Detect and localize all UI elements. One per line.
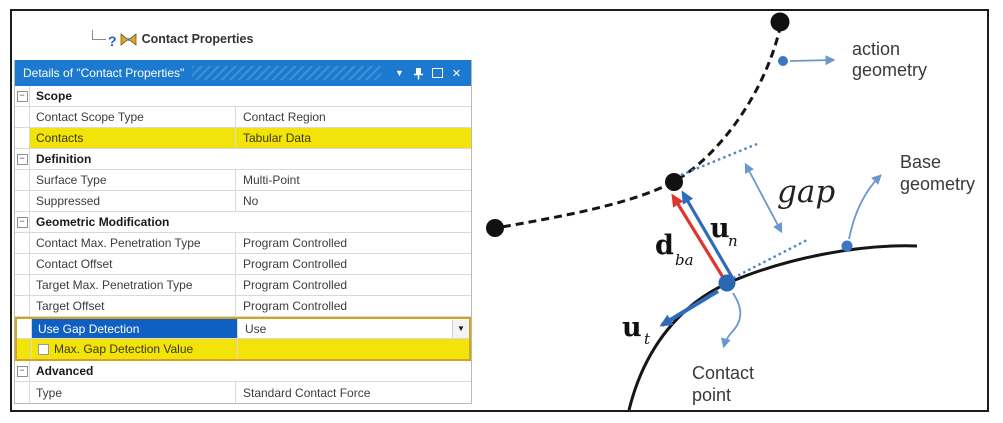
collapse-icon[interactable]: − <box>16 90 28 102</box>
row-label: Type <box>30 382 236 403</box>
section-title: Scope <box>36 89 73 103</box>
panel-menu-caret-icon[interactable]: ▼ <box>395 68 404 78</box>
table-row[interactable]: Target Max. Penetration Type Program Con… <box>15 275 471 296</box>
section-title: Advanced <box>36 364 94 378</box>
row-label: Max. Gap Detection Value <box>54 342 194 356</box>
u-t-vector-label: u <box>622 312 642 343</box>
u-t-vector-subscript: t <box>644 330 651 348</box>
section-title: Geometric Modification <box>36 215 170 229</box>
row-value: Program Controlled <box>243 257 348 271</box>
row-label: Contact Scope Type <box>30 107 236 127</box>
pin-icon[interactable] <box>410 65 427 82</box>
gap-tangent-upper <box>680 142 758 177</box>
table-row-contacts[interactable]: Contacts Tabular Data <box>15 128 471 149</box>
details-panel-titlebar: Details of "Contact Properties" ▼ ✕ <box>15 60 471 86</box>
contact-point-callout-arrow <box>720 292 742 349</box>
row-label-selected: Use Gap Detection <box>32 319 238 338</box>
table-row[interactable]: Contact Offset Program Controlled <box>15 254 471 275</box>
properties-grid: − Scope Contact Scope Type Contact Regio… <box>15 86 471 403</box>
row-value: Contact Region <box>243 110 326 124</box>
dropdown-value: Use <box>245 321 267 336</box>
d-vector-label: d <box>655 230 674 261</box>
table-row[interactable]: Type Standard Contact Force <box>15 382 471 403</box>
action-node-top <box>770 12 790 32</box>
row-label: Contact Max. Penetration Type <box>30 233 236 253</box>
row-value: Program Controlled <box>243 278 348 292</box>
base-geometry-curve <box>627 244 918 411</box>
base-callout-arrow <box>848 174 882 240</box>
row-label: Target Max. Penetration Type <box>30 275 236 295</box>
row-label: Surface Type <box>30 170 236 190</box>
panel-title: Details of "Contact Properties" <box>23 66 185 80</box>
action-geometry-label-1: action <box>852 39 900 59</box>
d-vector-subscript: ba <box>675 251 694 269</box>
gap-double-arrow <box>744 162 783 234</box>
row-label: Suppressed <box>30 191 236 211</box>
table-row-use-gap-detection[interactable]: Use Gap Detection Use ▼ <box>17 319 469 339</box>
tree-item-contact-properties[interactable]: ? Contact Properties <box>92 28 253 50</box>
u-n-vector-arrow <box>681 190 734 278</box>
question-status-icon: ? <box>108 32 117 49</box>
row-value: Multi-Point <box>243 173 300 187</box>
section-row-scope[interactable]: − Scope <box>15 86 471 107</box>
use-gap-detection-dropdown[interactable]: Use ▼ <box>238 319 469 338</box>
u-t-vector-arrow <box>659 289 720 327</box>
collapse-icon[interactable]: − <box>16 365 28 377</box>
row-label: Target Offset <box>30 296 236 316</box>
d-ba-vector-arrow <box>671 193 726 280</box>
table-row[interactable]: Contact Scope Type Contact Region <box>15 107 471 128</box>
table-row[interactable]: Surface Type Multi-Point <box>15 170 471 191</box>
chevron-down-icon[interactable]: ▼ <box>452 319 469 338</box>
row-value: Program Controlled <box>243 236 348 250</box>
contact-point-label-2: point <box>692 385 731 405</box>
row-label: Contact Offset <box>30 254 236 274</box>
row-value: Program Controlled <box>243 299 348 313</box>
u-n-vector-subscript: n <box>728 232 738 250</box>
action-geometry-label-2: geometry <box>852 60 927 80</box>
action-node-middle <box>665 173 683 191</box>
base-geometry-label-1: Base <box>900 152 941 172</box>
gap-label: gap <box>777 174 835 210</box>
max-gap-value-checkbox[interactable] <box>38 343 49 355</box>
gap-detection-highlight-group: Use Gap Detection Use ▼ Max. Gap Detecti… <box>15 317 471 361</box>
section-row-advanced[interactable]: − Advanced <box>15 361 471 382</box>
table-row[interactable]: Suppressed No <box>15 191 471 212</box>
row-value: Tabular Data <box>236 128 471 148</box>
row-value: No <box>243 194 259 208</box>
action-anchor-dot <box>778 56 788 66</box>
action-node-left <box>486 219 504 237</box>
details-panel: Details of "Contact Properties" ▼ ✕ − Sc… <box>14 60 472 404</box>
u-n-vector-label: u <box>710 213 730 244</box>
base-anchor-dot <box>841 240 853 252</box>
table-row-max-gap-detection-value[interactable]: Max. Gap Detection Value <box>17 339 469 359</box>
row-label: Contacts <box>30 128 236 148</box>
tree-connector <box>92 30 106 40</box>
table-row[interactable]: Target Offset Program Controlled <box>15 296 471 317</box>
collapse-icon[interactable]: − <box>16 153 28 165</box>
section-row-geometric-modification[interactable]: − Geometric Modification <box>15 212 471 233</box>
row-value-empty[interactable] <box>238 339 469 359</box>
section-row-definition[interactable]: − Definition <box>15 149 471 170</box>
row-value: Standard Contact Force <box>243 385 371 400</box>
collapse-icon[interactable]: − <box>16 216 28 228</box>
maximize-icon[interactable] <box>429 65 446 82</box>
contact-icon <box>120 32 136 46</box>
titlebar-hatch-pattern <box>192 66 381 80</box>
table-row[interactable]: Contact Max. Penetration Type Program Co… <box>15 233 471 254</box>
contact-point-label-1: Contact <box>692 363 754 383</box>
close-icon[interactable]: ✕ <box>451 67 462 80</box>
contact-point-dot <box>718 274 736 292</box>
base-geometry-label-2: geometry <box>900 174 975 194</box>
section-title: Definition <box>36 152 92 166</box>
tree-item-label: Contact Properties <box>141 32 254 46</box>
action-callout-arrow <box>789 55 836 66</box>
action-geometry-curve <box>489 27 782 231</box>
